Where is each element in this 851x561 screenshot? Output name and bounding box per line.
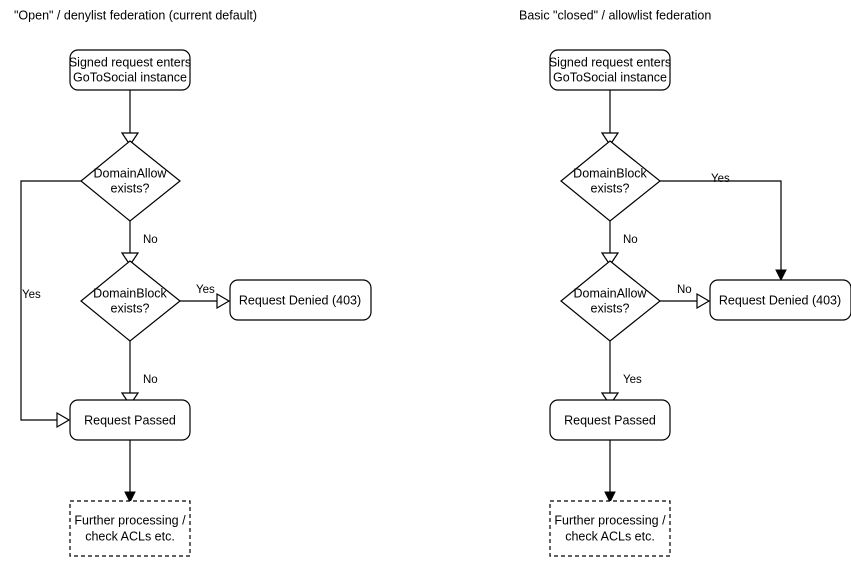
edge-start-to-domainallow-left [120, 90, 140, 147]
node-decision-domainblock-left-line2: exists? [111, 301, 150, 315]
node-further-processing-left-box [69, 500, 191, 557]
edge-domainblock-no-left: No [120, 341, 158, 407]
node-request-denied-right-label: Request Denied (403) [719, 293, 841, 307]
edge-start-to-domainblock-right [600, 90, 620, 147]
arrowhead-icon [124, 491, 136, 504]
panel-closed-allowlist: Basic "closed" / allowlist federation Si… [519, 8, 851, 557]
arrowhead-icon [120, 392, 140, 407]
node-decision-domainallow-left: DomainAllow exists? [80, 140, 181, 222]
edge-label-domainblock-yes-left: Yes [196, 284, 215, 296]
node-decision-domainallow-right-line1: DomainAllow [574, 286, 648, 300]
node-decision-domainallow-left-line2: exists? [111, 181, 150, 195]
edge-label-domainblock-no-right: No [623, 234, 638, 246]
edge-domainallow-no-right: No [660, 284, 711, 310]
node-decision-domainblock-right: DomainBlock exists? [560, 140, 661, 222]
node-start-left: Signed request enters GoToSocial instanc… [69, 49, 191, 91]
edge-label-domainallow-no-left: No [143, 234, 158, 246]
edge-passed-to-further-left [124, 440, 136, 504]
panel-title-closed-allowlist: Basic "closed" / allowlist federation [519, 8, 711, 22]
node-request-denied-left-label: Request Denied (403) [239, 293, 361, 307]
node-decision-domainallow-left-line1: DomainAllow [94, 166, 168, 180]
node-request-passed-left: Request Passed [69, 399, 191, 441]
edge-domainallow-yes-right: Yes [600, 341, 642, 407]
node-decision-domainallow-right-line2: exists? [591, 301, 630, 315]
node-start-right: Signed request enters GoToSocial instanc… [549, 49, 671, 91]
arrowhead-icon [775, 269, 787, 282]
edge-label-domainallow-yes-right: Yes [623, 374, 642, 386]
node-request-passed-right-label: Request Passed [564, 413, 656, 427]
node-decision-domainblock-right-line2: exists? [591, 181, 630, 195]
node-request-denied-left: Request Denied (403) [229, 279, 372, 321]
arrowhead-icon [600, 132, 620, 147]
node-decision-domainblock-left: DomainBlock exists? [80, 260, 181, 342]
node-further-processing-left-line1: Further processing / [74, 513, 186, 527]
node-further-processing-left-line2: check ACLs etc. [85, 529, 175, 543]
node-decision-domainblock-right-line1: DomainBlock [573, 166, 647, 180]
arrowhead-icon [600, 252, 620, 267]
node-request-denied-right-box [709, 279, 851, 321]
arrowhead-icon [216, 292, 231, 310]
node-decision-domainblock-left-line1: DomainBlock [93, 286, 167, 300]
arrowhead-icon [696, 292, 711, 310]
node-further-processing-left: Further processing / check ACLs etc. [69, 500, 191, 557]
node-start-left-line2: GoToSocial instance [73, 70, 187, 84]
node-decision-domainallow-right: DomainAllow exists? [560, 260, 661, 342]
edge-label-domainblock-yes-right: Yes [711, 173, 730, 185]
node-start-left-line1: Signed request enters [69, 55, 191, 69]
edge-label-domainallow-no-right: No [677, 284, 692, 296]
arrowhead-icon [600, 392, 620, 407]
node-request-denied-left-box [229, 279, 372, 321]
node-start-right-line2: GoToSocial instance [553, 70, 667, 84]
panel-open-denylist: "Open" / denylist federation (current de… [14, 8, 372, 557]
node-further-processing-right-line2: check ACLs etc. [565, 529, 655, 543]
node-request-denied-right: Request Denied (403) [709, 279, 851, 321]
arrowhead-icon [56, 411, 71, 429]
node-further-processing-right-line1: Further processing / [554, 513, 666, 527]
edge-domainallow-yes-left: Yes [20, 180, 81, 429]
arrowhead-icon [604, 491, 616, 504]
panel-title-open-denylist: "Open" / denylist federation (current de… [14, 8, 257, 22]
arrowhead-icon [120, 252, 140, 267]
edge-passed-to-further-right [604, 440, 616, 504]
node-request-passed-left-label: Request Passed [84, 413, 176, 427]
edge-label-domainblock-no-left: No [143, 374, 158, 386]
edge-domainblock-yes-left: Yes [180, 284, 231, 310]
edge-domainblock-yes-right: Yes [660, 173, 787, 282]
edge-label-domainallow-yes-left: Yes [22, 289, 41, 301]
edge-domainallow-no-left: No [120, 221, 158, 267]
node-start-right-line1: Signed request enters [549, 55, 671, 69]
node-further-processing-right-box [549, 500, 671, 557]
node-request-passed-right: Request Passed [549, 399, 671, 441]
node-further-processing-right: Further processing / check ACLs etc. [549, 500, 671, 557]
edge-domainblock-no-right: No [600, 221, 638, 267]
arrowhead-icon [120, 132, 140, 147]
